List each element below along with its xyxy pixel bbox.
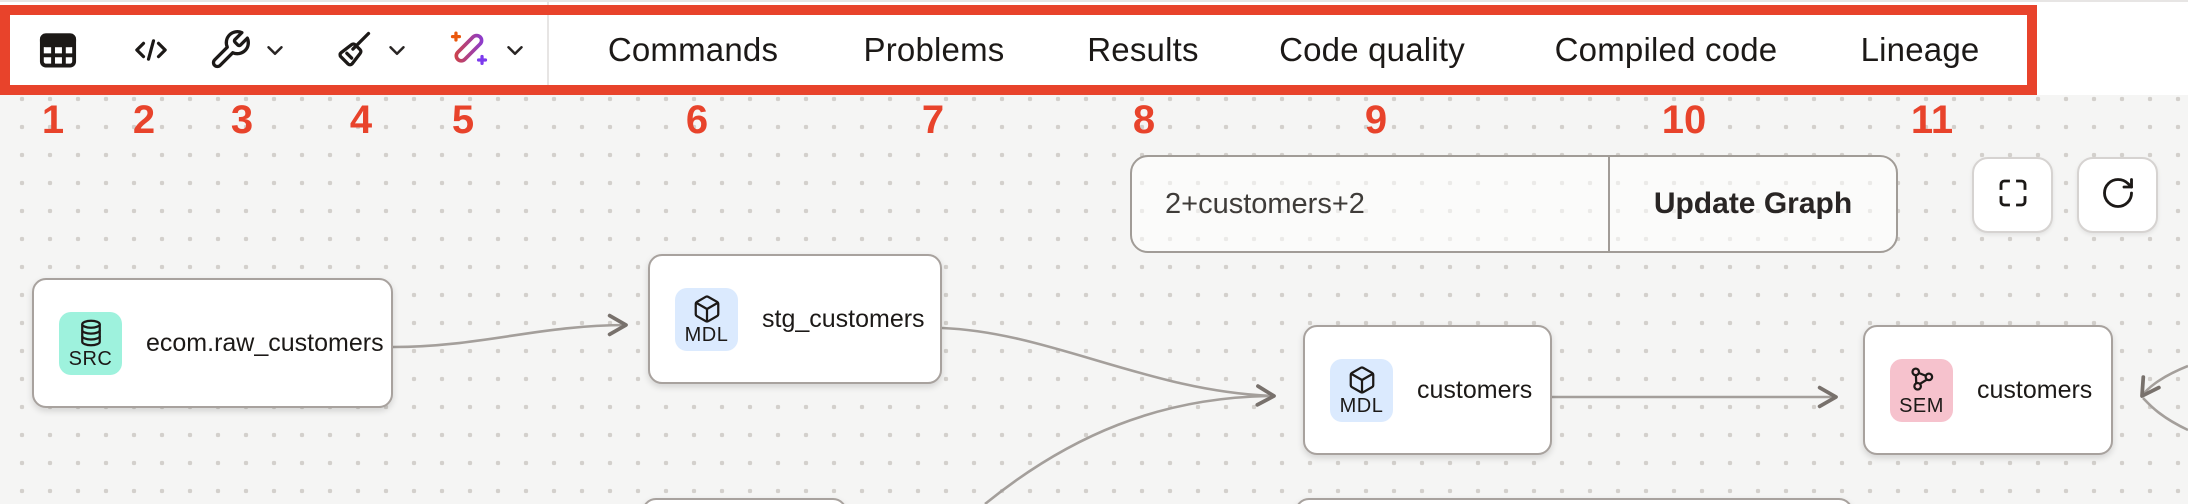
lineage-node-stg-customers[interactable]: MDL stg_customers: [648, 254, 942, 384]
chevron-down-icon: [384, 37, 410, 63]
chevron-down-icon: [262, 37, 288, 63]
annotation-number-6: 6: [685, 98, 709, 142]
magic-wand-icon: [446, 27, 492, 73]
annotation-number-10: 10: [1661, 98, 1707, 142]
lineage-filter-group: 2+customers+2 Update Graph: [1130, 155, 1898, 253]
lineage-node-partial-left[interactable]: [642, 498, 847, 504]
annotation-number-3: 3: [230, 98, 254, 142]
annotation-number-8: 8: [1132, 98, 1156, 142]
table-view-button[interactable]: [35, 2, 81, 97]
tab-code-quality[interactable]: Code quality: [1279, 30, 1465, 68]
annotation-number-5: 5: [451, 98, 475, 142]
model-badge: MDL: [675, 287, 738, 351]
lineage-edges: [392, 313, 2188, 504]
toolbar: Commands Problems Results Code quality C…: [0, 0, 2188, 97]
table-icon: [35, 28, 81, 72]
node-label: stg_customers: [762, 304, 925, 333]
annotation-number-9: 9: [1364, 98, 1388, 142]
code-editor-button[interactable]: [128, 2, 174, 97]
toolbar-divider: [547, 2, 549, 97]
lineage-filter-input[interactable]: 2+customers+2: [1165, 187, 1365, 220]
refresh-button[interactable]: [2077, 157, 2158, 233]
wrench-icon: [208, 28, 252, 72]
tab-results[interactable]: Results: [1087, 30, 1199, 68]
tab-compiled-code[interactable]: Compiled code: [1554, 30, 1778, 68]
tab-commands[interactable]: Commands: [607, 30, 779, 68]
badge-label: MDL: [1339, 394, 1384, 417]
update-graph-button[interactable]: Update Graph: [1608, 157, 1896, 251]
annotation-number-11: 11: [1910, 98, 1954, 142]
semantic-badge: SEM: [1890, 358, 1953, 422]
badge-label: MDL: [684, 323, 729, 346]
fullscreen-icon: [1995, 175, 2031, 216]
build-tools-button[interactable]: [208, 2, 288, 97]
node-label: customers: [1417, 375, 1533, 404]
lineage-node-customers-semantic[interactable]: SEM customers: [1863, 325, 2113, 455]
cleanup-tools-button[interactable]: [330, 2, 410, 97]
cube-icon: [692, 294, 722, 324]
refresh-icon: [2100, 175, 2136, 216]
node-label: customers: [1977, 375, 2093, 404]
node-label: ecom.raw_customers: [146, 328, 384, 357]
database-icon: [76, 318, 106, 348]
tab-lineage[interactable]: Lineage: [1860, 30, 1980, 68]
code-icon: [128, 30, 174, 70]
ai-assist-button[interactable]: [446, 2, 528, 97]
annotation-number-2: 2: [132, 98, 156, 142]
cube-icon: [1347, 365, 1377, 395]
lineage-node-partial-right[interactable]: [1295, 498, 1853, 504]
share-network-icon: [1907, 365, 1937, 395]
model-badge: MDL: [1330, 358, 1393, 422]
lineage-canvas[interactable]: SRC ecom.raw_customers MDL stg_customers: [0, 95, 2188, 504]
tab-problems[interactable]: Problems: [863, 30, 1005, 68]
source-badge: SRC: [59, 311, 122, 375]
badge-label: SEM: [1899, 394, 1944, 417]
lineage-node-raw-customers[interactable]: SRC ecom.raw_customers: [32, 278, 393, 408]
fullscreen-button[interactable]: [1972, 157, 2053, 233]
broom-icon: [330, 28, 374, 72]
chevron-down-icon: [502, 37, 528, 63]
annotation-number-4: 4: [349, 98, 373, 142]
lineage-node-customers-model[interactable]: MDL customers: [1303, 325, 1552, 455]
annotation-number-1: 1: [41, 98, 65, 142]
annotation-number-7: 7: [921, 98, 945, 142]
badge-label: SRC: [68, 347, 113, 370]
